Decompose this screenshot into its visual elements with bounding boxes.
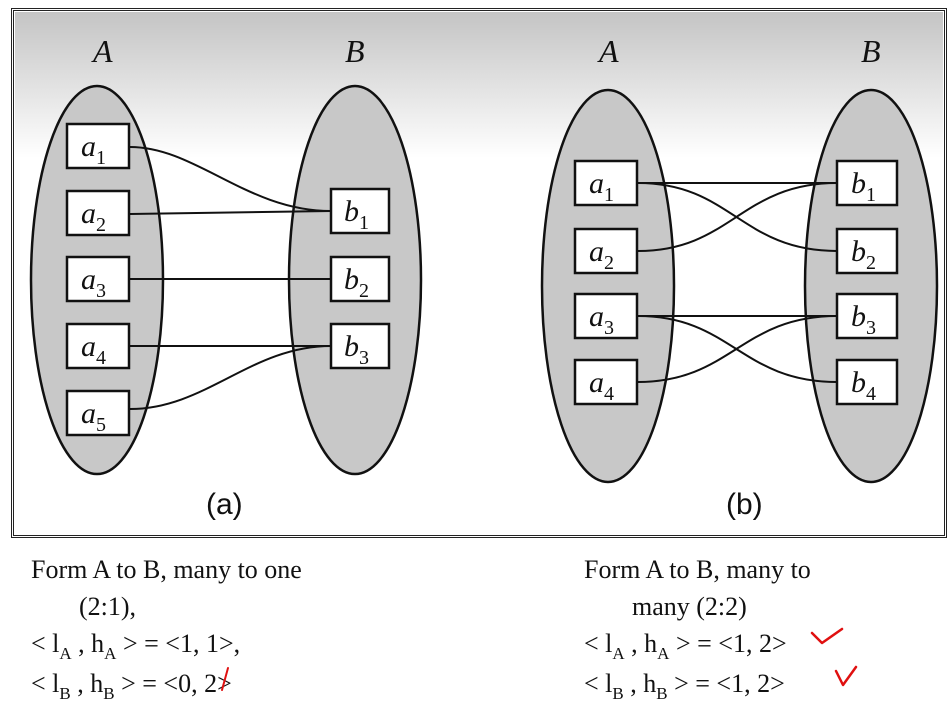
svg-text:a1: a1 bbox=[81, 130, 106, 169]
node-b2: b2 bbox=[329, 255, 391, 303]
svg-text:a1: a1 bbox=[589, 167, 614, 206]
edge-a4-b3 bbox=[637, 315, 838, 383]
note-line: Form A to B, many to one bbox=[31, 555, 302, 584]
caption-b: (b) bbox=[726, 488, 763, 521]
edge-a5-b3 bbox=[129, 345, 332, 410]
svg-text:a4: a4 bbox=[81, 330, 106, 369]
diagram-a: A B a1 a2 a3 a4 a5 bbox=[29, 33, 423, 521]
mapping-diagram: A B a1 a2 a3 a4 a5 bbox=[15, 12, 943, 534]
node-a1: a1 bbox=[65, 122, 131, 170]
svg-text:a5: a5 bbox=[81, 397, 106, 436]
svg-text:b1: b1 bbox=[851, 167, 876, 206]
svg-text:b1: b1 bbox=[344, 195, 369, 234]
edges-a bbox=[129, 146, 332, 410]
edge-a1-b1 bbox=[129, 146, 332, 212]
node-a3: a3 bbox=[65, 255, 131, 303]
node-b1: b1 bbox=[329, 187, 391, 235]
svg-text:a2: a2 bbox=[589, 235, 614, 274]
svg-text:a2: a2 bbox=[81, 197, 106, 236]
cardinality-a: < lA , hA > = <1, 2> bbox=[584, 629, 787, 663]
node-b2: b2 bbox=[835, 227, 899, 275]
strike-mark bbox=[221, 667, 229, 691]
set-b-ellipse bbox=[803, 88, 939, 484]
set-b-title: B bbox=[345, 33, 365, 69]
note-line: many (2:2) bbox=[632, 592, 747, 621]
svg-text:b3: b3 bbox=[851, 300, 876, 339]
check-mark-icon bbox=[810, 627, 844, 645]
set-a-ellipse bbox=[540, 88, 676, 484]
notes-left: Form A to B, many to one (2:1), < lA , h… bbox=[31, 551, 302, 705]
diagram-b: A B a1 a2 a3 a4 b1 bbox=[540, 33, 939, 521]
svg-text:a3: a3 bbox=[589, 300, 614, 339]
edge-a2-b1 bbox=[129, 210, 332, 215]
node-a3: a3 bbox=[573, 292, 639, 340]
check-mark-icon bbox=[834, 665, 858, 687]
cardinality-a: < lA , hA > = <1, 1>, bbox=[31, 629, 241, 663]
node-a4: a4 bbox=[573, 358, 639, 406]
svg-text:a4: a4 bbox=[589, 366, 614, 405]
svg-text:b2: b2 bbox=[851, 235, 876, 274]
node-b3: b3 bbox=[329, 322, 391, 370]
cardinality-b: < lB , hB > = <0, 2> bbox=[31, 669, 232, 703]
svg-text:b4: b4 bbox=[851, 366, 876, 405]
frame-background bbox=[15, 12, 943, 534]
node-a2: a2 bbox=[65, 189, 131, 237]
edges-b bbox=[637, 182, 838, 383]
set-a-title: A bbox=[91, 33, 113, 69]
node-b3: b3 bbox=[835, 292, 899, 340]
svg-text:b3: b3 bbox=[344, 330, 369, 369]
set-a-title: A bbox=[597, 33, 619, 69]
note-line: Form A to B, many to bbox=[584, 555, 811, 584]
caption-a: (a) bbox=[206, 488, 243, 521]
notes-right: Form A to B, many to many (2:2) < lA , h… bbox=[584, 551, 811, 705]
node-a5: a5 bbox=[65, 389, 131, 437]
node-a4: a4 bbox=[65, 322, 131, 370]
node-b1: b1 bbox=[835, 159, 899, 207]
node-a1: a1 bbox=[573, 159, 639, 207]
node-a2: a2 bbox=[573, 227, 639, 275]
svg-text:a3: a3 bbox=[81, 263, 106, 302]
node-b4: b4 bbox=[835, 358, 899, 406]
edge-a2-b1 bbox=[637, 182, 838, 252]
svg-text:b2: b2 bbox=[344, 263, 369, 302]
set-b-title: B bbox=[861, 33, 881, 69]
cardinality-b: < lB , hB > = <1, 2> bbox=[584, 669, 785, 703]
note-line: (2:1), bbox=[79, 592, 137, 621]
